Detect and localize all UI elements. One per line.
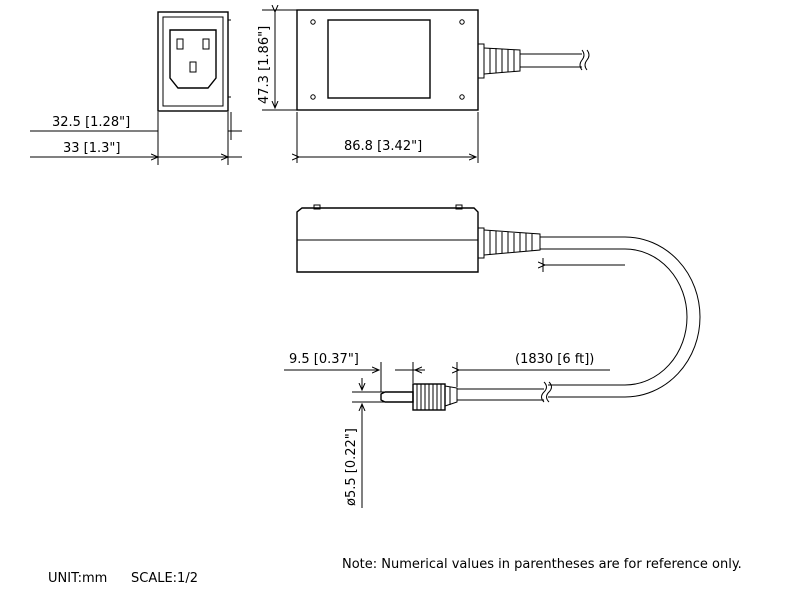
plug-diameter-label: ø5.5 [0.22"]: [344, 428, 359, 506]
depth-b-label: 33 [1.3"]: [63, 141, 120, 156]
depth-a-label: 32.5 [1.28"]: [52, 115, 130, 130]
height-dimension: 47.3 [1.86"]: [257, 10, 297, 111]
cable-length-dimension: (1830 [6 ft]): [457, 258, 625, 387]
cable-length-label: (1830 [6 ft]): [515, 352, 594, 367]
unit-label: UNIT:mm: [48, 571, 107, 586]
top-view: [296, 9, 590, 111]
plug-length-dimension: 9.5 [0.37"]: [284, 352, 425, 392]
plug-diameter-dimension: ø5.5 [0.22"]: [344, 378, 384, 508]
side-view: [296, 204, 701, 403]
width-label: 86.8 [3.42"]: [344, 139, 422, 154]
height-label: 47.3 [1.86"]: [257, 26, 272, 104]
dc-plug: [380, 383, 458, 411]
depth-dimension: 32.5 [1.28"] 33 [1.3"]: [30, 112, 242, 165]
scale-label: SCALE:1/2: [131, 571, 198, 586]
width-dimension: 86.8 [3.42"]: [297, 112, 479, 163]
end-view: [157, 11, 231, 112]
reference-note: Note: Numerical values in parentheses ar…: [342, 557, 742, 572]
plug-length-label: 9.5 [0.37"]: [289, 352, 359, 367]
